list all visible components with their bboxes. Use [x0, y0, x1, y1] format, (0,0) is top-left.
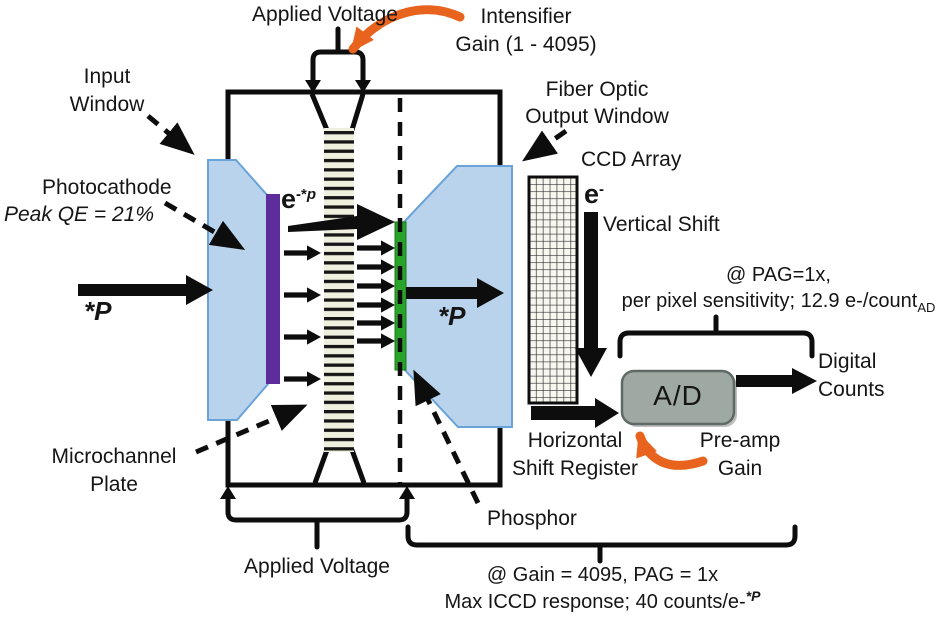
microchannel-plate-label: Microchannel Plate — [39, 443, 189, 499]
ccd-electron-sup: - — [599, 181, 605, 198]
photocathode-pointer — [163, 200, 246, 251]
phosphor-pointer — [413, 369, 481, 505]
intensifier-gain-arrow — [348, 5, 465, 54]
electron-multiplication-arrows — [284, 240, 395, 387]
digital-line2: Counts — [818, 378, 885, 401]
electron-gain-base: e — [281, 184, 297, 214]
bracket-arrowhead — [399, 486, 415, 499]
photocathode-label: Photocathode — [42, 176, 172, 199]
max-note-line2: Max ICCD response; 40 counts/e-*P — [430, 588, 775, 617]
electron-arrow — [357, 278, 395, 294]
input-window-line1: Input — [83, 65, 131, 88]
ad-box — [620, 369, 736, 426]
peak-qe-label: Peak QE = 21% — [4, 203, 155, 226]
ccd-electron-label: e- — [584, 181, 604, 212]
bracket-arrowhead — [305, 80, 321, 93]
pag-note-line2-text: per pixel sensitivity; 12.9 e-/count — [621, 290, 918, 312]
input-window-shape — [207, 159, 269, 421]
applied-voltage-top-label: Applied Voltage — [252, 3, 398, 26]
fiber-optic-line1: Fiber Optic — [545, 78, 649, 101]
electron-arrow — [357, 297, 395, 313]
electron-arrow — [284, 329, 321, 345]
applied-voltage-bottom-bracket — [225, 494, 410, 550]
digital-out-arrow — [736, 368, 817, 394]
electron-arrow — [357, 259, 395, 275]
horizontal-line1: Horizontal — [527, 429, 623, 452]
pag-note-line2: per pixel sensitivity; 12.9 e-/countAD — [612, 288, 945, 316]
input-window-line2: Window — [69, 93, 145, 116]
microchannel-pointer — [195, 404, 308, 455]
bracket-arrowhead — [355, 80, 371, 93]
preamp-line1: Pre-amp — [699, 429, 781, 452]
intensifier-gain-line2: Gain (1 - 4095) — [455, 33, 597, 56]
horizontal-line2: Shift Register — [511, 457, 639, 480]
input-window-pointer — [146, 114, 195, 155]
ccd-grid — [527, 175, 579, 405]
electron-arrow — [284, 371, 321, 387]
electron-gain-label: e-*p — [281, 186, 316, 217]
ccd-array-label: CCD Array — [581, 148, 682, 171]
vertical-shift-arrow — [575, 212, 607, 377]
photon-in-label: *P — [84, 296, 112, 326]
photon-out-arrow — [406, 278, 504, 308]
microchannel-plate-column — [324, 128, 354, 452]
applied-voltage-top-bracket — [310, 26, 366, 85]
intensifier-gain-line1: Intensifier — [480, 5, 572, 28]
microchannel-line2: Plate — [90, 473, 138, 496]
preamp-line2: Gain — [717, 457, 763, 480]
fiber-optic-label: Fiber Optic Output Window — [512, 76, 682, 130]
preamp-gain-arrow — [635, 431, 708, 470]
mcp-bottom-funnel — [312, 449, 367, 484]
input-window-label: Input Window — [32, 63, 182, 119]
electron-burst-arrow — [288, 204, 395, 240]
digital-counts-label: Digital Counts — [818, 348, 885, 404]
max-response-note: @ Gain = 4095, PAG = 1x Max ICCD respons… — [430, 562, 775, 617]
preamp-gain-label: Pre-amp Gain — [665, 427, 815, 483]
electron-arrow — [357, 333, 395, 349]
bracket-arrowhead — [220, 486, 236, 499]
pixel-sensitivity-brace — [617, 314, 815, 359]
pag-note-line2-sub: AD — [917, 300, 936, 315]
max-note-line2-text: Max ICCD response; 40 counts/e- — [444, 591, 746, 613]
photocathode-bar — [266, 194, 280, 384]
fiber-optic-pointer — [522, 128, 568, 162]
electron-arrow — [284, 287, 321, 303]
phosphor-label: Phosphor — [487, 507, 577, 530]
max-note-line1: @ Gain = 4095, PAG = 1x — [486, 564, 719, 586]
horizontal-shift-register-label: Horizontal Shift Register — [495, 427, 655, 483]
ccd-electron-base: e — [584, 179, 600, 209]
iccd-response-brace — [405, 524, 798, 564]
applied-voltage-bottom-label: Applied Voltage — [244, 555, 390, 578]
pixel-sensitivity-note: @ PAG=1x, per pixel sensitivity; 12.9 e-… — [612, 262, 945, 316]
electron-gain-sup-p: p — [306, 186, 317, 203]
electron-gain-sup: -* — [296, 186, 307, 203]
electron-arrow — [284, 245, 321, 261]
microchannel-line1: Microchannel — [51, 445, 177, 468]
electron-arrow — [357, 240, 395, 256]
intensifier-gain-label: Intensifier Gain (1 - 4095) — [440, 3, 612, 59]
mcp-top-funnel — [309, 93, 366, 131]
digital-line1: Digital — [818, 350, 877, 373]
pag-note-line1: @ PAG=1x, — [726, 264, 831, 286]
electron-arrow — [357, 315, 395, 331]
photon-out-label: *P — [438, 301, 466, 331]
vertical-shift-label: Vertical Shift — [603, 213, 720, 236]
ad-converter-label: A/D — [653, 380, 703, 411]
fiber-optic-line2: Output Window — [525, 105, 669, 128]
horizontal-shift-arrow — [531, 398, 619, 428]
photon-in-arrow — [78, 275, 213, 305]
max-note-line2-sup: *P — [745, 588, 761, 604]
